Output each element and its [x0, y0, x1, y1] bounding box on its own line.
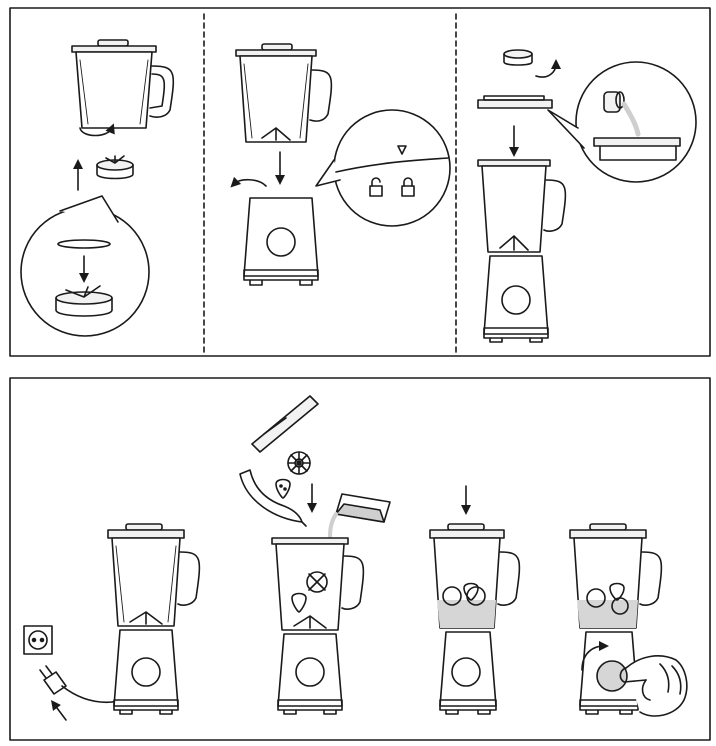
rotate-arrow-icon — [79, 123, 115, 137]
hand-icon — [619, 655, 688, 717]
strawberry-icon — [275, 478, 291, 499]
zoom-callout-blade — [20, 195, 150, 337]
rotate-arrow-icon — [535, 59, 561, 78]
bottom-panel-frame — [9, 377, 711, 741]
top-panel-frame — [9, 7, 711, 357]
pineapple-slice-icon — [287, 451, 311, 475]
up-arrow-icon — [51, 700, 67, 721]
zoom-callout-lock — [315, 109, 451, 227]
step3-jar — [477, 159, 567, 253]
step1-jar — [71, 39, 175, 129]
power-socket-icon — [23, 625, 53, 655]
step3-lid — [477, 95, 553, 109]
blender-3-filled — [429, 523, 521, 715]
step3-cap — [503, 49, 533, 66]
step2-base — [243, 197, 319, 286]
step3-base — [483, 255, 549, 343]
blender-2-adding — [271, 537, 365, 715]
step2-jar — [235, 43, 333, 143]
blender-4-blending — [569, 523, 663, 715]
rotate-arrow-icon — [230, 176, 267, 188]
triangle-marker-icon — [397, 145, 407, 155]
blade-unit-small — [96, 155, 134, 180]
zoom-callout-pouring — [547, 61, 697, 183]
pouring-glass-icon — [328, 493, 391, 538]
rotate-arrow-icon — [581, 641, 609, 671]
banana-icon — [239, 469, 307, 527]
lid-tilted — [251, 395, 319, 453]
unlock-icon — [369, 177, 383, 197]
blender-1-assembled — [107, 523, 201, 715]
lock-icon — [401, 177, 415, 197]
